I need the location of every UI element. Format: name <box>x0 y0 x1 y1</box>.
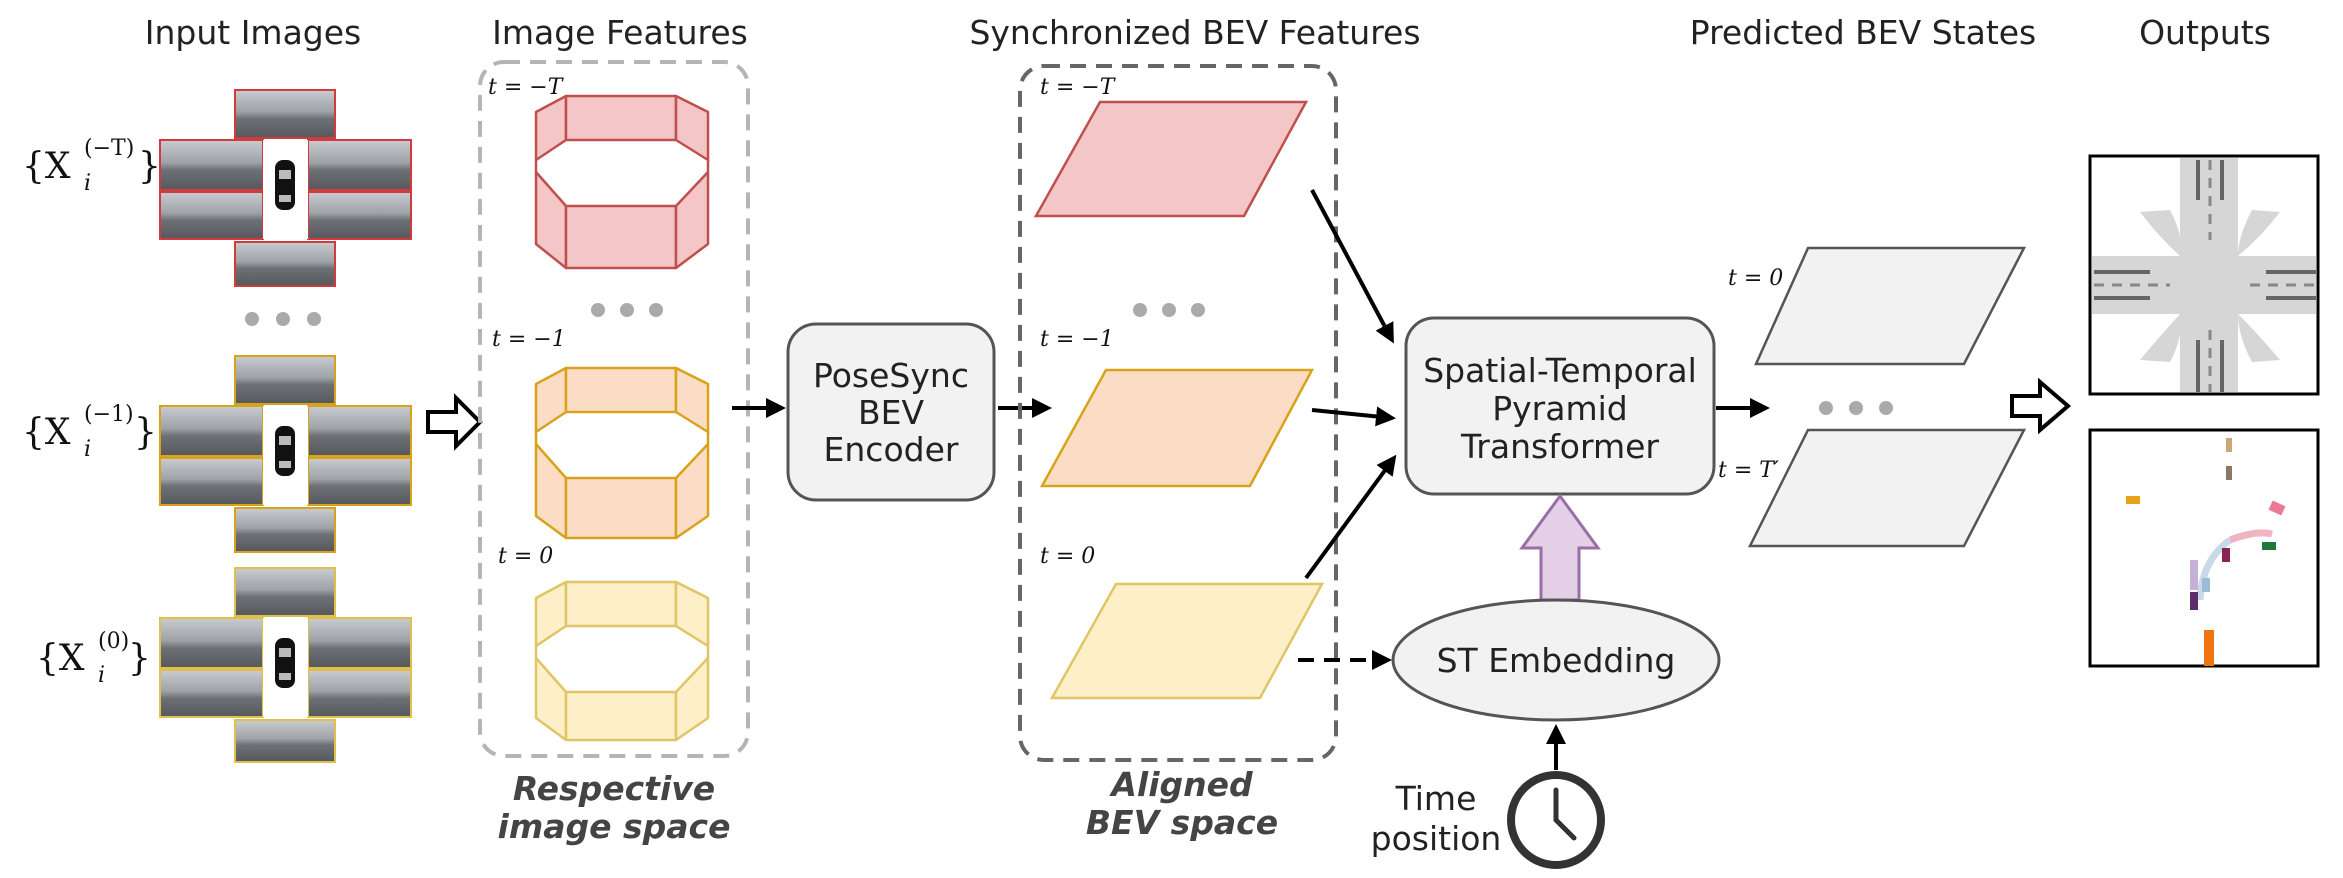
encoder-label-2: BEV <box>858 393 924 432</box>
time-label-pred-t-0: t = 0 <box>1728 266 1783 291</box>
svg-text:(−1): (−1) <box>84 402 134 427</box>
transformer-label-2: Pyramid <box>1492 389 1627 428</box>
ego-car-icon <box>263 406 308 505</box>
output-map-segmentation <box>2088 154 2320 396</box>
input-label-t-neg-1: {X i (−1) } <box>22 402 157 462</box>
posesync-bev-encoder <box>786 322 996 502</box>
encoder-label-3: Encoder <box>824 430 959 469</box>
caption-image-space-1: Respective <box>513 769 715 808</box>
time-label-bev-t-neg-T: t = −T <box>1040 75 1117 100</box>
ellipsis-dots <box>245 312 321 326</box>
header-predicted-bev-states: Predicted BEV States <box>1690 13 2037 52</box>
svg-text:(0): (0) <box>98 629 129 654</box>
image-feature-ring-t-0 <box>534 580 710 742</box>
svg-text:i: i <box>98 663 105 688</box>
predicted-bev-t-0 <box>1754 246 2027 366</box>
transformer-label-3: Transformer <box>1460 427 1659 466</box>
header-input-images: Input Images <box>145 13 361 52</box>
svg-text:}: } <box>128 638 151 679</box>
input-label-t-0: {X i (0) } <box>36 629 151 688</box>
time-position-label-2: position <box>1371 819 1502 858</box>
time-label-bev-t-0: t = 0 <box>1040 544 1095 569</box>
arrow-bev-t-neg-T-to-transformer <box>1310 189 1394 344</box>
caption-bev-space-1: Aligned <box>1108 765 1253 804</box>
st-embedding <box>1391 598 1721 722</box>
input-label-t-neg-T: {X i (−T) } <box>22 136 161 196</box>
image-feature-ring-t-neg-T <box>534 94 710 270</box>
transformer-label-1: Spatial-Temporal <box>1423 351 1697 390</box>
svg-text:(−T): (−T) <box>84 136 134 161</box>
svg-text:{X: {X <box>22 412 71 453</box>
svg-text:i: i <box>84 171 91 196</box>
header-outputs: Outputs <box>2139 13 2271 52</box>
caption-bev-space-2: BEV space <box>1086 803 1278 842</box>
time-label-bev-t-neg-1: t = −1 <box>1040 327 1114 352</box>
predicted-bev-t-T-prime <box>1747 428 2027 548</box>
arrow-bev-t-neg-1-to-transformer <box>1311 406 1396 427</box>
bev-feature-t-0 <box>1049 582 1325 700</box>
hollow-arrow-icon <box>426 393 483 451</box>
svg-text:}: } <box>138 146 161 187</box>
svg-text:{X: {X <box>22 146 71 187</box>
embedding-up-arrow <box>1519 493 1601 602</box>
time-label-feat-t-neg-1: t = −1 <box>492 327 566 352</box>
svg-text:i: i <box>84 437 91 462</box>
input-image-group-t-neg-1 <box>159 355 412 553</box>
input-image-group-t-0 <box>159 567 412 763</box>
time-label-feat-t-0: t = 0 <box>498 544 553 569</box>
hollow-arrow-icon <box>2010 377 2072 435</box>
st-embedding-label: ST Embedding <box>1437 641 1676 680</box>
header-sync-bev-features: Synchronized BEV Features <box>969 13 1420 52</box>
svg-text:}: } <box>134 412 157 453</box>
input-image-group-t-neg-T <box>159 89 412 287</box>
bev-feature-t-neg-T <box>1033 100 1309 218</box>
time-label-feat-t-neg-T: t = −T <box>488 75 565 100</box>
arrow-bev-t-0-to-transformer <box>1304 454 1397 580</box>
ellipsis-dots <box>591 303 663 317</box>
bev-feature-t-neg-1 <box>1039 368 1315 488</box>
ellipsis-dots <box>1133 303 1205 317</box>
output-motion-prediction <box>2088 428 2320 668</box>
svg-text:{X: {X <box>36 638 85 679</box>
caption-image-space-2: image space <box>498 807 731 846</box>
encoder-label-1: PoseSync <box>813 356 969 395</box>
time-position-label-1: Time <box>1395 779 1477 818</box>
ego-car-icon <box>263 140 308 239</box>
image-feature-ring-t-neg-1 <box>534 366 710 540</box>
clock-icon <box>1507 771 1605 869</box>
header-image-features: Image Features <box>492 13 748 52</box>
ellipsis-dots <box>1819 401 1893 415</box>
ego-car-icon <box>263 618 308 717</box>
time-label-pred-t-T-prime: t = T′ <box>1718 458 1779 483</box>
